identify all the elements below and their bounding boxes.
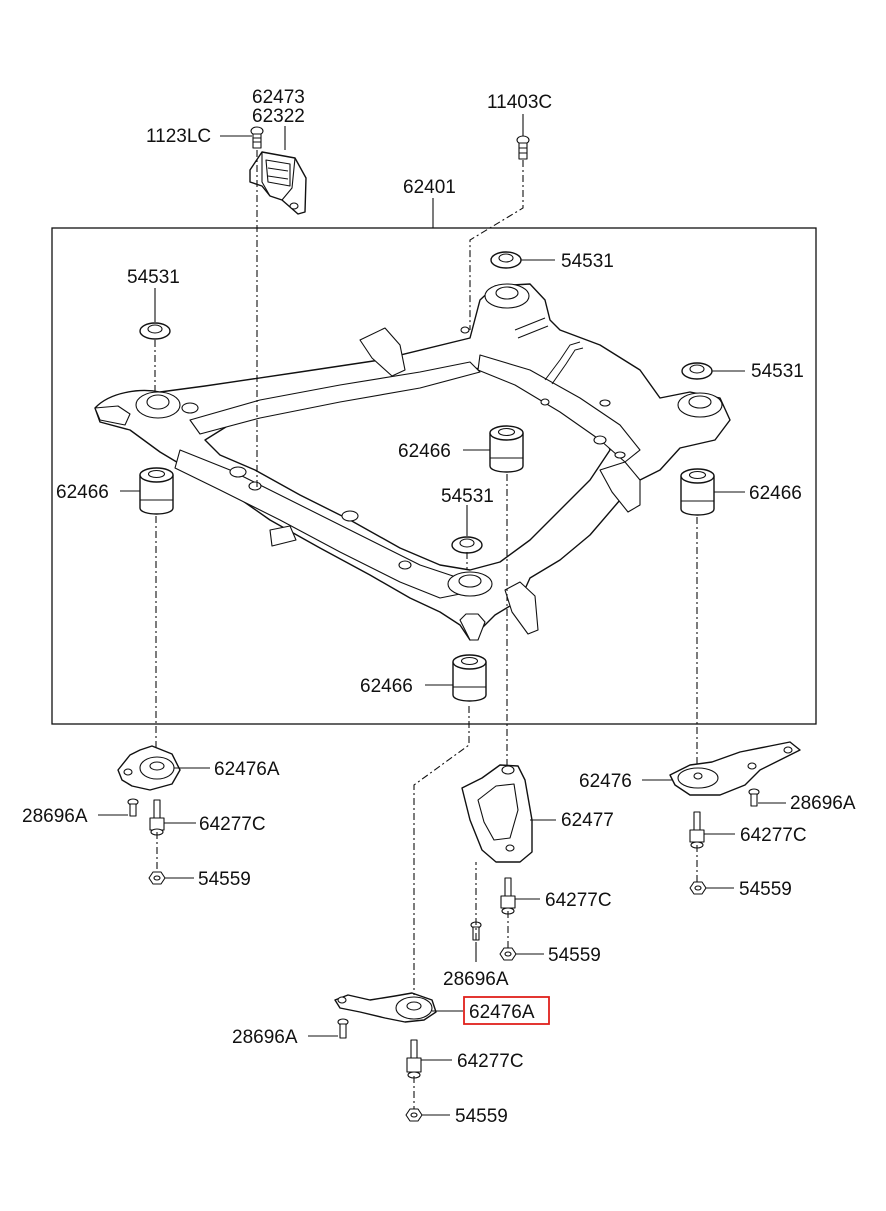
nut-54559-a — [148, 871, 166, 885]
mount-62476A-left — [117, 745, 181, 791]
label-64277C-d: 64277C — [457, 1051, 524, 1072]
bolt-28696A-b — [748, 788, 760, 807]
leader-lines — [98, 114, 786, 1116]
label-28696A-c: 28696A — [443, 969, 509, 990]
nut-54559-d — [405, 1108, 423, 1122]
crossmember-subframe — [94, 283, 731, 641]
label-11403C: 11403C — [487, 92, 552, 113]
bolt-64277C-b — [689, 811, 705, 849]
stopper-54531-d — [451, 536, 483, 554]
label-62466-a: 62466 — [56, 482, 109, 503]
label-54531-d: 54531 — [441, 486, 494, 507]
bushing-62466-c — [680, 468, 715, 516]
mount-62476A-lower — [334, 992, 437, 1023]
bolt-11403C — [516, 135, 530, 160]
bolt-64277C-d — [406, 1039, 422, 1079]
bushing-62466-d — [452, 654, 487, 702]
label-64277C-c: 64277C — [545, 890, 612, 911]
label-62476A-left: 62476A — [214, 759, 280, 780]
stopper-54531-b — [490, 251, 522, 269]
bolt-28696A-d — [337, 1018, 349, 1039]
nut-54559-c — [499, 947, 517, 961]
label-54531-a: 54531 — [127, 267, 180, 288]
assembly-frame-box — [51, 227, 817, 725]
label-28696A-d: 28696A — [232, 1027, 298, 1048]
label-54559-d: 54559 — [455, 1106, 508, 1127]
highlight-box — [463, 996, 550, 1025]
label-62476: 62476 — [579, 771, 632, 792]
bushing-62466-b — [489, 425, 524, 473]
label-28696A-b: 28696A — [790, 793, 856, 814]
label-54531-c: 54531 — [751, 361, 804, 382]
bolt-64277C-a — [149, 799, 165, 836]
label-62476A-highlighted[interactable]: 62476A — [469, 1002, 535, 1023]
label-62401: 62401 — [403, 177, 456, 198]
label-54559-b: 54559 — [739, 879, 792, 900]
label-64277C-b: 64277C — [740, 825, 807, 846]
bushing-62466-a — [139, 467, 174, 515]
alignment-lines — [154, 150, 698, 1109]
bolt-64277C-c — [500, 877, 516, 915]
label-1123LC: 1123LC — [146, 126, 211, 147]
label-62466-d: 62466 — [360, 676, 413, 697]
mount-62476-right — [669, 741, 801, 796]
label-62477: 62477 — [561, 810, 614, 831]
label-54559-a: 54559 — [198, 869, 251, 890]
stopper-54531-c — [681, 362, 713, 380]
bolt-28696A-a — [127, 798, 139, 817]
label-62473: 62473 — [252, 87, 305, 108]
label-54559-c: 54559 — [548, 945, 601, 966]
label-62322: 62322 — [252, 106, 305, 127]
nut-54559-b — [689, 881, 707, 895]
label-64277C-a: 64277C — [199, 814, 266, 835]
label-28696A-a: 28696A — [22, 806, 88, 827]
bracket-62322 — [249, 151, 307, 215]
label-62466-c: 62466 — [749, 483, 802, 504]
bolt-1123LC — [250, 126, 264, 149]
label-62466-b: 62466 — [398, 441, 451, 462]
bracket-62477 — [461, 764, 533, 863]
stopper-54531-a — [139, 322, 171, 340]
label-54531-b: 54531 — [561, 251, 614, 272]
